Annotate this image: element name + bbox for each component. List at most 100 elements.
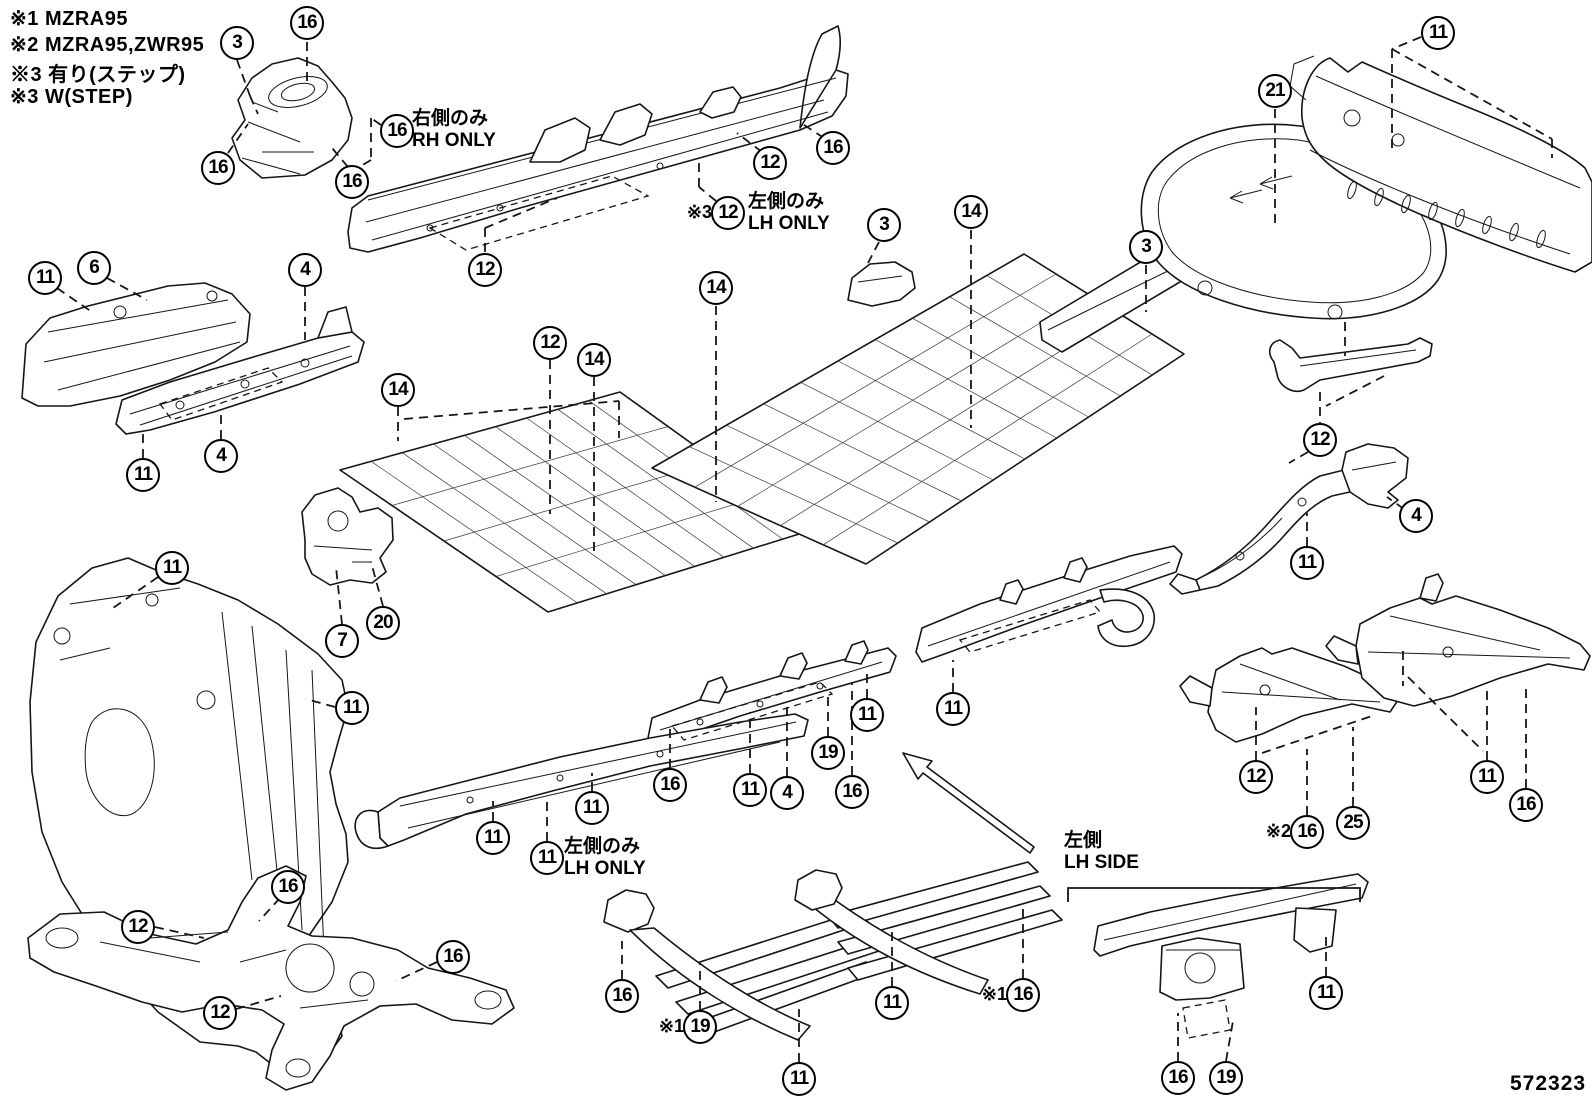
- callout-number: 16: [1168, 1067, 1188, 1088]
- callout-prefix: ※1: [658, 1016, 684, 1036]
- callout-11[interactable]: 11: [1309, 976, 1343, 1010]
- callout-number: 11: [882, 992, 902, 1013]
- callout-16[interactable]: 16: [436, 940, 470, 974]
- callout-11[interactable]: 11: [850, 698, 884, 732]
- callout-number: 16: [1516, 794, 1536, 815]
- callout-number: 4: [782, 782, 793, 803]
- callout-number: 11: [789, 1068, 809, 1089]
- callout-12[interactable]: 12: [121, 910, 155, 944]
- callout-16[interactable]: 16: [816, 131, 850, 165]
- callout-4[interactable]: 4: [204, 439, 238, 473]
- callout-14[interactable]: 14: [577, 343, 611, 377]
- back-panel-slots: [1347, 180, 1546, 249]
- callout-number: 4: [216, 445, 227, 466]
- callout-number: 19: [818, 742, 838, 763]
- callout-number: 16: [387, 120, 407, 141]
- callout-number: 16: [1297, 821, 1317, 842]
- callout-21[interactable]: 21: [1258, 74, 1292, 108]
- callout-11[interactable]: 11: [476, 821, 510, 855]
- callout-number: 25: [1343, 812, 1363, 833]
- label-lh-only-mid-jp: 左側のみ: [564, 836, 641, 857]
- callout-number: 3: [1141, 236, 1152, 257]
- callout-12[interactable]: 12: [533, 326, 567, 360]
- part-front-fender-apron: [21, 282, 251, 407]
- callout-16[interactable]: 16: [335, 165, 369, 199]
- callout-4[interactable]: 4: [288, 253, 322, 287]
- callout-11[interactable]: 11: [733, 773, 767, 807]
- callout-4[interactable]: 4: [1399, 499, 1433, 533]
- label-lh-only-top-jp: 左側のみ: [748, 191, 825, 212]
- part-front-seat-brace-lh: [603, 889, 889, 1041]
- part-floor-side-inner-member: [647, 640, 897, 745]
- callout-number: 11: [35, 267, 55, 288]
- callout-number: 14: [584, 349, 604, 370]
- callout-11[interactable]: 11: [875, 986, 909, 1020]
- callout-11[interactable]: 11: [575, 791, 609, 825]
- label-lh-only-top-en: LH ONLY: [748, 213, 830, 234]
- callout-11[interactable]: 11: [28, 261, 62, 295]
- callout-25[interactable]: 25: [1336, 806, 1370, 840]
- callout-number: 11: [943, 698, 963, 719]
- callout-11[interactable]: 11: [335, 691, 369, 725]
- callout-16[interactable]: 16: [380, 114, 414, 148]
- callout-16[interactable]: 16: [271, 870, 305, 904]
- callout-number: 14: [706, 277, 726, 298]
- callout-number: 12: [760, 152, 780, 173]
- callout-14[interactable]: 14: [381, 373, 415, 407]
- callout-number: 12: [540, 332, 560, 353]
- callout-16[interactable]: 16: [1161, 1061, 1195, 1095]
- callout-3[interactable]: 3: [867, 208, 901, 242]
- callout-number: 12: [1310, 429, 1330, 450]
- callout-16[interactable]: 16: [835, 775, 869, 809]
- callout-12[interactable]: 12: [1303, 423, 1337, 457]
- legend-note-2: ※2 MZRA95,ZWR95: [10, 34, 205, 56]
- callout-14[interactable]: 14: [699, 271, 733, 305]
- callout-number: 12: [128, 916, 148, 937]
- callout-16[interactable]: 16: [201, 151, 235, 185]
- diagram-number: 572323: [1510, 1072, 1587, 1095]
- callout-11[interactable]: 11: [1421, 16, 1455, 50]
- callout-16[interactable]: 16: [290, 6, 324, 40]
- callout-12[interactable]: 12※3: [687, 196, 745, 230]
- callout-11[interactable]: 11: [936, 692, 970, 726]
- callout-16[interactable]: 16※2: [1266, 815, 1324, 849]
- callout-3[interactable]: 3: [1129, 230, 1163, 264]
- callout-16[interactable]: 16: [1509, 788, 1543, 822]
- callout-number: 11: [537, 847, 557, 868]
- callout-prefix: ※1: [981, 984, 1007, 1004]
- callout-14[interactable]: 14: [954, 195, 988, 229]
- callout-12[interactable]: 12: [753, 146, 787, 180]
- label-rh-only-en: RH ONLY: [412, 130, 496, 151]
- callout-16[interactable]: 16※1: [982, 978, 1040, 1012]
- callout-4[interactable]: 4: [770, 776, 804, 810]
- callout-11[interactable]: 11: [1290, 546, 1324, 580]
- callout-12[interactable]: 12: [1239, 760, 1273, 794]
- callout-11[interactable]: 11: [126, 458, 160, 492]
- callout-11[interactable]: 11: [155, 551, 189, 585]
- callout-19[interactable]: 19: [811, 736, 845, 770]
- callout-11[interactable]: 11: [530, 841, 564, 875]
- callout-6[interactable]: 6: [77, 251, 111, 285]
- callout-19[interactable]: 19: [1209, 1061, 1243, 1095]
- callout-16[interactable]: 16: [605, 979, 639, 1013]
- label-lh-side-jp: 左側: [1064, 830, 1103, 851]
- callout-12[interactable]: 12: [468, 253, 502, 287]
- callout-number: 21: [1265, 80, 1285, 101]
- part-rear-seat-brace: [794, 861, 1063, 995]
- callout-3[interactable]: 3: [220, 26, 254, 60]
- part-rear-side-member-front: [1169, 463, 1381, 595]
- part-center-floor-side-member: [915, 545, 1183, 663]
- callout-20[interactable]: 20: [366, 606, 400, 640]
- callout-11[interactable]: 11: [1470, 760, 1504, 794]
- callout-12[interactable]: 12: [203, 996, 237, 1030]
- part-body-mount-bracket: [1341, 443, 1409, 509]
- callout-16[interactable]: 16: [653, 768, 687, 802]
- callout-7[interactable]: 7: [325, 624, 359, 658]
- callout-19[interactable]: 19※1: [659, 1010, 717, 1044]
- callout-number: 14: [961, 201, 981, 222]
- label-lh-only-mid-en: LH ONLY: [564, 858, 646, 879]
- callout-11[interactable]: 11: [782, 1062, 816, 1096]
